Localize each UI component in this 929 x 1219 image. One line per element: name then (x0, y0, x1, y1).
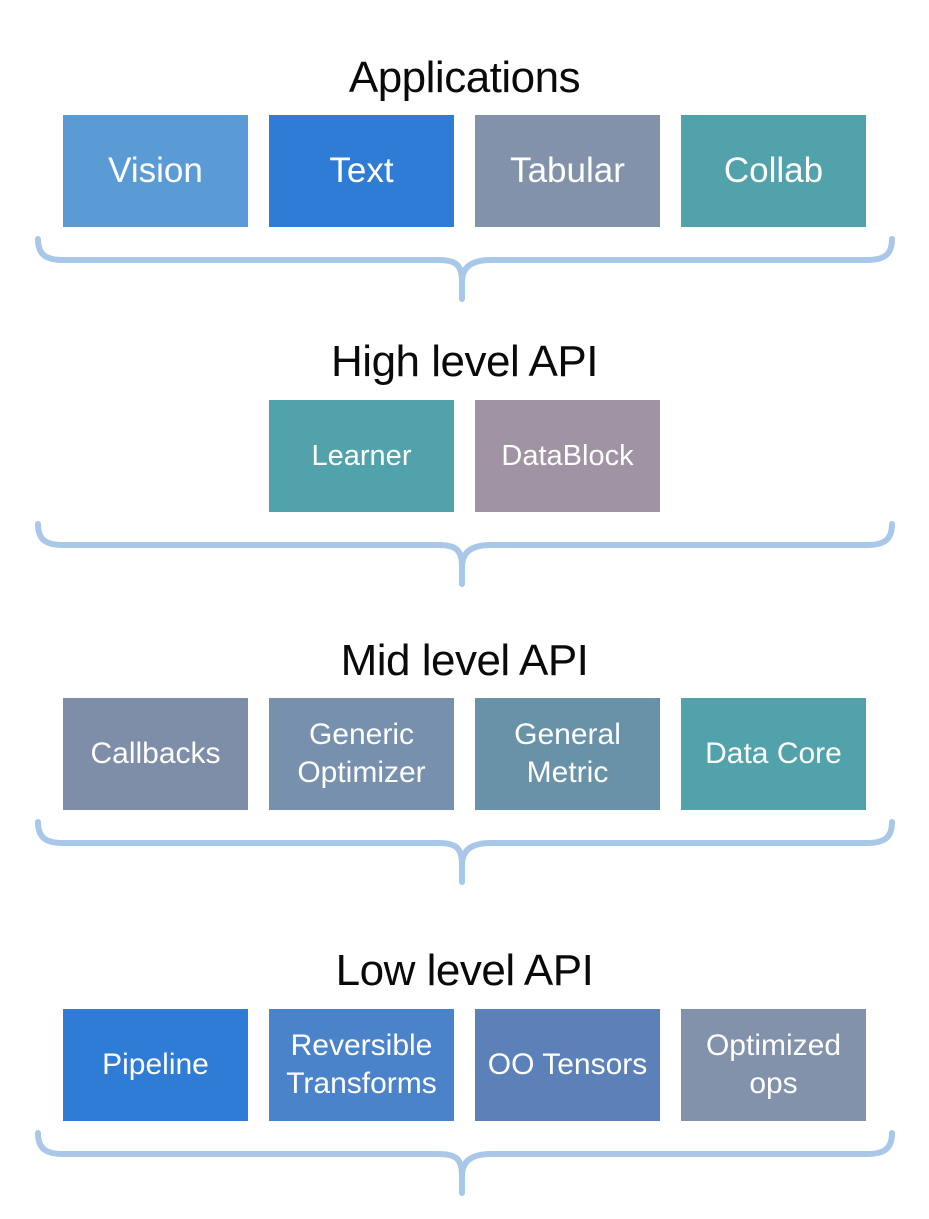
box-label: Learner (311, 439, 412, 472)
box-label: Text (329, 151, 394, 191)
section-mid-level-api: Mid level API Callbacks Generic Optimizer… (0, 635, 929, 886)
box-row: Callbacks Generic Optimizer General Metric… (63, 698, 866, 811)
box-label: Vision (108, 151, 203, 191)
box-label: Optimized ops (705, 1028, 842, 1100)
box-label: DataBlock (501, 439, 634, 472)
box-row: Learner DataBlock (269, 399, 660, 512)
box-vision: Vision (63, 115, 248, 228)
box-reversible-transforms: Reversible Transforms (269, 1008, 454, 1121)
box-label: General Metric (514, 718, 621, 790)
box-label: OO Tensors (487, 1047, 648, 1081)
box-pipeline: Pipeline (63, 1008, 248, 1121)
section-applications: Applications Vision Text Tabular Collab (0, 53, 929, 303)
brace-down-icon (34, 520, 895, 587)
box-callbacks: Callbacks (63, 698, 248, 811)
section-title: Mid level API (340, 635, 589, 685)
box-generic-optimizer: Generic Optimizer (269, 698, 454, 811)
box-label: Tabular (510, 151, 625, 191)
box-label: Reversible Transforms (286, 1028, 437, 1100)
box-datablock: DataBlock (475, 399, 660, 512)
box-label: Collab (723, 151, 824, 191)
section-low-level-api: Low level API Pipeline Reversible Transfo… (0, 946, 929, 1196)
box-label: Pipeline (102, 1047, 209, 1081)
section-title: High level API (331, 337, 598, 387)
box-row: Vision Text Tabular Collab (63, 115, 866, 228)
box-label: Callbacks (90, 737, 221, 771)
box-text: Text (269, 115, 454, 228)
brace-down-icon (34, 236, 895, 303)
box-optimized-ops: Optimized ops (681, 1008, 866, 1121)
box-learner: Learner (269, 399, 454, 512)
box-general-metric: General Metric (475, 698, 660, 811)
box-collab: Collab (681, 115, 866, 228)
brace-down-icon (34, 819, 895, 886)
box-label: Generic Optimizer (297, 718, 426, 790)
box-row: Pipeline Reversible Transforms OO Tensors O… (63, 1008, 866, 1121)
box-oo-tensors: OO Tensors (475, 1008, 660, 1121)
section-title: Low level API (335, 946, 594, 996)
section-title: Applications (348, 53, 581, 102)
box-tabular: Tabular (475, 115, 660, 228)
box-label: Data Core (705, 737, 842, 771)
brace-down-icon (34, 1129, 895, 1196)
section-high-level-api: High level API Learner DataBlock (0, 337, 929, 587)
box-data-core: Data Core (681, 698, 866, 811)
